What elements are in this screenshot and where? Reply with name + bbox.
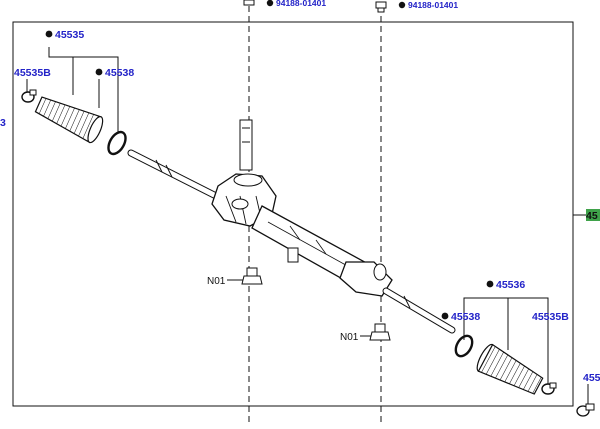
leader-kit-left [48,47,119,132]
steering-rack-assembly [127,119,456,334]
label-ring-right[interactable]: 45538 [451,311,480,323]
nut-left-icon [241,267,263,285]
edge-label-right-bottom[interactable]: 455 [583,372,600,384]
callout-dot [441,312,449,320]
callout-dot [95,68,103,76]
left-ring-seal [107,130,127,156]
right-bellows-boot [476,343,544,395]
callout-dot [45,30,53,38]
right-edge-nut-icon [576,403,595,417]
label-clamp-right[interactable]: 45535B [532,311,569,323]
left-bellows-boot [34,96,104,144]
highlight-tag [586,209,600,221]
callout-dot [398,1,406,9]
right-ring-seal [454,334,474,358]
label-nut-left[interactable]: N01 [207,276,226,287]
label-kit-right[interactable]: 45536 [496,279,525,291]
diagram-frame [12,21,574,407]
top-bolt-left-icon [243,0,255,6]
top-label-left[interactable]: 94188-01401 [276,0,326,8]
nut-right-icon [369,323,391,341]
edge-label-left[interactable]: 3 [0,117,6,129]
label-clamp-left[interactable]: 45535B [14,67,51,79]
callout-dot [486,280,494,288]
label-ring-left[interactable]: 45538 [105,67,134,79]
left-boot-clamp [21,89,37,103]
right-boot-clamp [541,382,557,395]
label-kit-left[interactable]: 45535 [55,29,84,41]
callout-dot [266,0,274,7]
edge-label-right-top[interactable]: 45 [586,210,598,222]
leader-kit-right [463,297,549,385]
label-nut-right[interactable]: N01 [340,332,359,343]
top-bolt-right-icon [375,1,387,13]
top-label-right[interactable]: 94188-01401 [408,0,458,10]
